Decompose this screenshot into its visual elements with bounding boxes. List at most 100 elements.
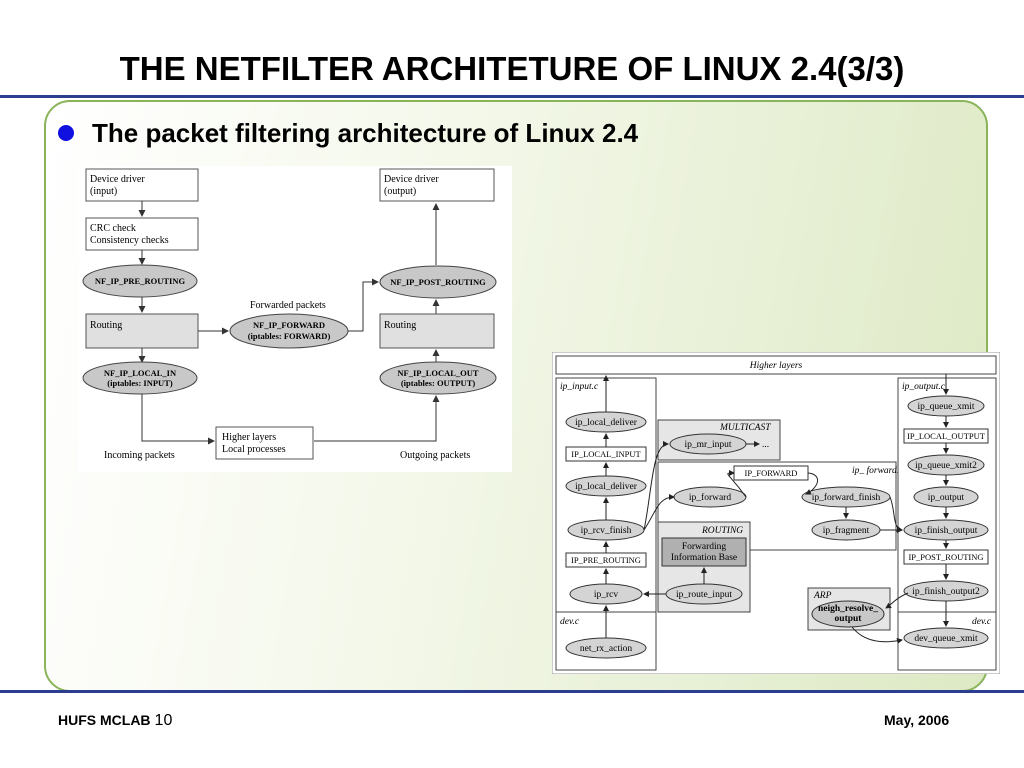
svg-text:NF_IP_PRE_ROUTING: NF_IP_PRE_ROUTING	[95, 276, 186, 286]
incoming-packets-label: Incoming packets	[104, 450, 175, 461]
svg-text:Device driver: Device driver	[384, 174, 439, 185]
svg-text:neigh_resolve_: neigh_resolve_	[818, 604, 878, 614]
forwarded-packets-label: Forwarded packets	[250, 300, 326, 311]
footer-org: HUFS MCLAB	[58, 712, 151, 728]
svg-text:Higher layers: Higher layers	[222, 432, 276, 443]
ip-output-node: ip_output	[913, 486, 979, 508]
svg-text:IP_POST_ROUTING: IP_POST_ROUTING	[908, 552, 983, 562]
ip-rcv-finish-node: ip_rcv_finish	[567, 519, 645, 541]
dev-c-right-label: dev.c	[972, 617, 992, 627]
multicast-label: MULTICAST	[719, 423, 771, 433]
svg-text:ip_output: ip_output	[928, 493, 965, 503]
svg-text:ip_queue_xmit2: ip_queue_xmit2	[915, 461, 977, 471]
ip-forward-box: IP_FORWARD	[733, 465, 809, 481]
device-driver-input-box: Device driver (input)	[85, 168, 199, 202]
svg-text:(iptables: FORWARD): (iptables: FORWARD)	[248, 331, 331, 341]
svg-text:ip_forward: ip_forward	[689, 492, 731, 503]
ip-finish-output-node: ip_finish_output	[903, 519, 989, 541]
svg-text:Higher layers: Higher layers	[749, 361, 803, 371]
svg-text:(iptables: INPUT): (iptables: INPUT)	[107, 378, 173, 388]
higher-layers-bar: Higher layers	[555, 355, 997, 375]
svg-text:IP_LOCAL_OUTPUT: IP_LOCAL_OUTPUT	[907, 431, 986, 441]
svg-text:ip_forward_finish: ip_forward_finish	[812, 492, 881, 503]
ip-forward-finish-node: ip_forward_finish	[801, 486, 891, 508]
ip-mr-input-node: ip_mr_input	[669, 433, 747, 455]
svg-text:ip_route_input: ip_route_input	[676, 590, 732, 600]
bottom-rule	[0, 690, 1024, 693]
slide-title: THE NETFILTER ARCHITETURE OF LINUX 2.4(3…	[119, 50, 905, 87]
svg-text:NF_IP_POST_ROUTING: NF_IP_POST_ROUTING	[390, 277, 486, 287]
ip-pre-routing-box: IP_PRE_ROUTING	[565, 552, 647, 568]
ip-local-input-box: IP_LOCAL_INPUT	[565, 446, 647, 462]
arp-label: ARP	[813, 591, 832, 601]
svg-text:Routing: Routing	[384, 320, 416, 331]
svg-text:output: output	[835, 614, 863, 624]
svg-text:Local processes: Local processes	[222, 444, 286, 455]
svg-text:ip_local_deliver: ip_local_deliver	[575, 482, 638, 492]
svg-text:ip_finish_output2: ip_finish_output2	[912, 586, 980, 597]
routing-right-box: Routing	[379, 313, 495, 349]
svg-text:ip_local_deliver: ip_local_deliver	[575, 418, 638, 428]
higher-layers-box: Higher layers Local processes	[215, 426, 314, 460]
svg-text:Routing: Routing	[90, 320, 122, 331]
svg-text:(input): (input)	[90, 186, 117, 197]
bullet-dot	[58, 125, 74, 141]
ip-input-c-label: ip_input.c	[560, 382, 599, 392]
nf-ip-pre-routing-hook: NF_IP_PRE_ROUTING	[82, 264, 198, 298]
ip-forward-node: ip_forward	[673, 486, 747, 508]
neigh-resolve-output-node: neigh_resolve_ output	[811, 600, 885, 628]
ip-rcv-node: ip_rcv	[569, 583, 643, 605]
svg-text:ip_queue_xmit: ip_queue_xmit	[918, 402, 975, 412]
svg-text:NF_IP_FORWARD: NF_IP_FORWARD	[253, 320, 325, 330]
forwarding-information-base: Forwarding Information Base	[661, 537, 747, 567]
nf-ip-forward-hook: NF_IP_FORWARD (iptables: FORWARD)	[229, 313, 349, 349]
ip-forward-c-label: ip_ forward.c	[852, 465, 904, 476]
footer-date: May, 2006	[884, 712, 950, 728]
svg-text:IP_PRE_ROUTING: IP_PRE_ROUTING	[571, 555, 641, 565]
svg-text:net_rx_action: net_rx_action	[580, 644, 632, 654]
svg-text:Consistency checks: Consistency checks	[90, 235, 169, 246]
dev-c-left-label: dev.c	[560, 617, 580, 627]
svg-text:dev_queue_xmit: dev_queue_xmit	[914, 634, 978, 644]
outgoing-packets-label: Outgoing packets	[400, 450, 470, 461]
svg-text:ip_fragment: ip_fragment	[823, 525, 870, 536]
svg-text:ip_finish_output: ip_finish_output	[915, 525, 978, 536]
ellipsis-text: ...	[762, 440, 769, 450]
svg-text:CRC check: CRC check	[90, 223, 136, 234]
ip-local-deliver-1-node: ip_local_deliver	[565, 411, 647, 433]
svg-text:NF_IP_LOCAL_OUT: NF_IP_LOCAL_OUT	[397, 368, 479, 378]
ip-local-output-box: IP_LOCAL_OUTPUT	[903, 428, 989, 444]
routing-label: ROUTING	[701, 526, 743, 536]
top-rule	[0, 95, 1024, 98]
ip-fragment-node: ip_fragment	[811, 519, 881, 541]
bullet-text: The packet filtering architecture of Lin…	[92, 118, 639, 148]
ip-route-input-node: ip_route_input	[665, 583, 743, 605]
svg-text:ip_rcv_finish: ip_rcv_finish	[581, 525, 632, 536]
page-number: 10	[154, 712, 173, 729]
routing-left-box: Routing	[85, 313, 199, 349]
crc-check-box: CRC check Consistency checks	[85, 217, 199, 251]
device-driver-output-box: Device driver (output)	[379, 168, 495, 202]
svg-text:(output): (output)	[384, 186, 416, 197]
ip-local-deliver-2-node: ip_local_deliver	[565, 475, 647, 497]
ip-queue-xmit-node: ip_queue_xmit	[907, 395, 985, 417]
nf-ip-post-routing-hook: NF_IP_POST_ROUTING	[379, 265, 497, 299]
netfilter-hooks-diagram: Device driver (input) CRC check Consiste…	[78, 166, 512, 472]
dev-queue-xmit-node: dev_queue_xmit	[903, 627, 989, 649]
svg-text:Device driver: Device driver	[90, 174, 145, 185]
nf-ip-local-out-hook: NF_IP_LOCAL_OUT (iptables: OUTPUT)	[379, 361, 497, 395]
nf-ip-local-in-hook: NF_IP_LOCAL_IN (iptables: INPUT)	[82, 361, 198, 395]
svg-text:ip_rcv: ip_rcv	[594, 590, 619, 600]
svg-text:Forwarding: Forwarding	[682, 542, 727, 552]
net-rx-action-node: net_rx_action	[565, 637, 647, 659]
svg-text:IP_LOCAL_INPUT: IP_LOCAL_INPUT	[571, 449, 641, 459]
kernel-function-flow-diagram: Higher layers ip_input.c dev.c ip_local_…	[552, 352, 1000, 674]
svg-text:Information Base: Information Base	[671, 552, 737, 563]
svg-text:(iptables: OUTPUT): (iptables: OUTPUT)	[401, 378, 476, 388]
svg-text:NF_IP_LOCAL_IN: NF_IP_LOCAL_IN	[104, 368, 177, 378]
ip-output-c-label: ip_output.c	[902, 382, 946, 392]
svg-text:ip_mr_input: ip_mr_input	[685, 440, 732, 450]
ip-queue-xmit2-node: ip_queue_xmit2	[907, 454, 985, 476]
ip-finish-output2-node: ip_finish_output2	[903, 580, 989, 602]
